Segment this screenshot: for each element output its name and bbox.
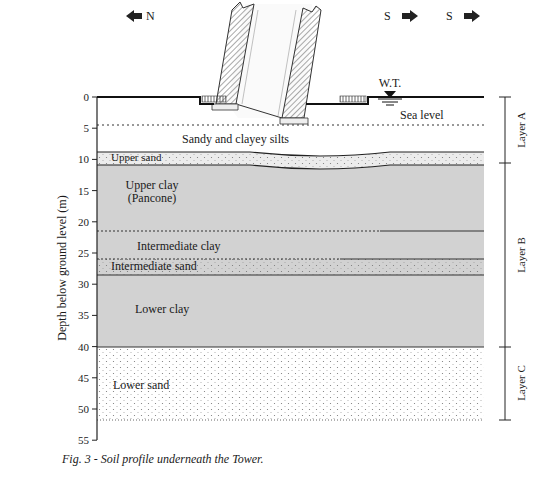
soil-layer-band: Upper clay (Pancone) [97, 165, 484, 231]
north-arrow [126, 10, 142, 22]
layer-name: Lower clay [135, 303, 189, 316]
catino-ring [202, 96, 226, 102]
tick-label: 20 [78, 215, 89, 229]
boundary-line [97, 231, 380, 232]
layer-bracket [499, 163, 511, 164]
axis-tick [92, 377, 97, 378]
soil-layer-band: Lower sand [97, 347, 484, 420]
axis-tick [92, 221, 97, 222]
soil-layer-band: Upper sand [97, 152, 484, 165]
layer-bracket [499, 420, 511, 421]
soil-layer-band: Intermediate clay [97, 231, 484, 259]
lower-sand-band [97, 347, 484, 420]
compass-label: S [384, 9, 391, 23]
layer-bracket [505, 97, 506, 420]
ground-line [97, 97, 214, 104]
boundary-line [380, 231, 484, 232]
layer-name: Upper clay (Pancone) [115, 179, 189, 205]
layer-name: Intermediate sand [111, 260, 197, 273]
axis-tick [92, 315, 97, 316]
layer-bracket [499, 97, 511, 98]
boundary-line [340, 259, 484, 260]
boundary-line [97, 420, 484, 421]
boundary-line [97, 275, 484, 276]
tick-label: 35 [78, 308, 89, 322]
upper-sand-stipple [97, 152, 484, 169]
layer-name: Lower sand [113, 379, 169, 392]
south-arrow [464, 10, 480, 22]
tick-label: 40 [78, 340, 89, 354]
axis-tick [92, 346, 97, 347]
tick-label: 5 [84, 121, 90, 135]
axis-tick [92, 440, 97, 441]
tick-label: 15 [78, 184, 89, 198]
axis-tick [92, 190, 97, 191]
tick-label: 30 [78, 277, 89, 291]
level-label: W.T. [379, 76, 402, 90]
compass-label: N [146, 9, 155, 23]
boundary-line [97, 347, 484, 348]
sea-level-line [97, 125, 484, 126]
layer-name: Upper sand [111, 151, 161, 164]
layer-name: Sandy and clayey silts [182, 133, 289, 146]
layer-label: Layer C [514, 365, 528, 401]
axis-tick [92, 409, 97, 410]
compass-label: S [446, 9, 453, 23]
tower [212, 2, 321, 124]
tick-label: 0 [84, 90, 90, 104]
boundary-line [97, 165, 484, 169]
catino-ring [340, 96, 366, 102]
tick-label: 55 [78, 433, 89, 447]
layer-label: Layer A [514, 112, 528, 148]
figure-caption: Fig. 3 - Soil profile underneath the Tow… [62, 452, 263, 467]
ground-line [306, 97, 484, 104]
axis-tick [92, 253, 97, 254]
axis-tick [92, 159, 97, 160]
water-table-symbol [378, 91, 402, 105]
soil-layer-band: Intermediate sand [97, 259, 484, 275]
soil-layer-band: Lower clay [97, 275, 484, 347]
south-arrow [402, 10, 418, 22]
axis-tick [92, 284, 97, 285]
axis-tick [92, 128, 97, 129]
layer-bracket [499, 347, 511, 348]
tick-label: 10 [78, 152, 89, 166]
tick-label: 25 [78, 246, 89, 260]
clay-band [97, 165, 484, 347]
tick-label: 45 [78, 371, 89, 385]
level-label: Sea level [400, 108, 444, 122]
upper-sand-band [97, 152, 484, 169]
layer-label: Layer B [514, 237, 528, 273]
intermediate-sand-band [97, 259, 484, 275]
soil-layer-band: Sandy and clayey silts [97, 97, 484, 152]
axis-title: Depth below ground level (m) [55, 195, 69, 340]
depth-axis [96, 97, 97, 440]
tick-label: 50 [78, 402, 89, 416]
layer-name: Intermediate clay [137, 240, 221, 253]
axis-ticks [92, 97, 97, 440]
axis-tick [92, 97, 97, 98]
